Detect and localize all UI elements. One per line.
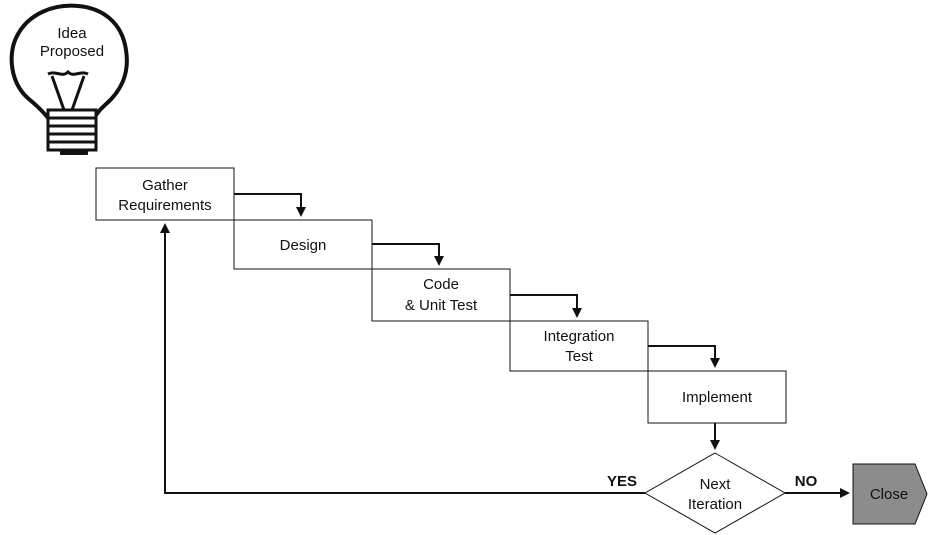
step-integration-test: Integration Test [509, 320, 649, 372]
close-label: Close [870, 486, 908, 503]
arrow-yes-loop [160, 223, 645, 494]
decision-next-iteration: Next Iteration [643, 452, 787, 534]
close-terminal: Close [852, 463, 928, 525]
lightbulb-icon: Idea Proposed [9, 3, 129, 155]
step-code-unit-test: Code & Unit Test [371, 268, 511, 322]
step-label-line1: Integration [544, 328, 615, 345]
decision-label-line1: Next [700, 476, 732, 493]
decision-label-line2: Iteration [688, 496, 742, 513]
step-label-line2: Test [565, 348, 593, 365]
step-label-line2: & Unit Test [405, 297, 478, 314]
step-label-line1: Design [280, 237, 327, 254]
arrow-integration-to-implement [648, 345, 720, 368]
step-label-line1: Code [423, 276, 459, 293]
step-gather-requirements: Gather Requirements [95, 167, 235, 221]
arrow-design-to-code [372, 243, 444, 266]
idea-label-line1: Idea [57, 25, 87, 42]
arrow-gather-to-design [234, 193, 306, 217]
yes-label: YES [607, 473, 637, 490]
arrow-code-to-integration [510, 294, 582, 318]
no-label: NO [795, 473, 818, 490]
step-label-line2: Requirements [118, 197, 211, 214]
step-label-line1: Gather [142, 177, 188, 194]
idea-label-line2: Proposed [40, 43, 104, 60]
step-design: Design [233, 219, 373, 270]
step-implement: Implement [647, 370, 787, 424]
step-label-line1: Implement [682, 389, 753, 406]
